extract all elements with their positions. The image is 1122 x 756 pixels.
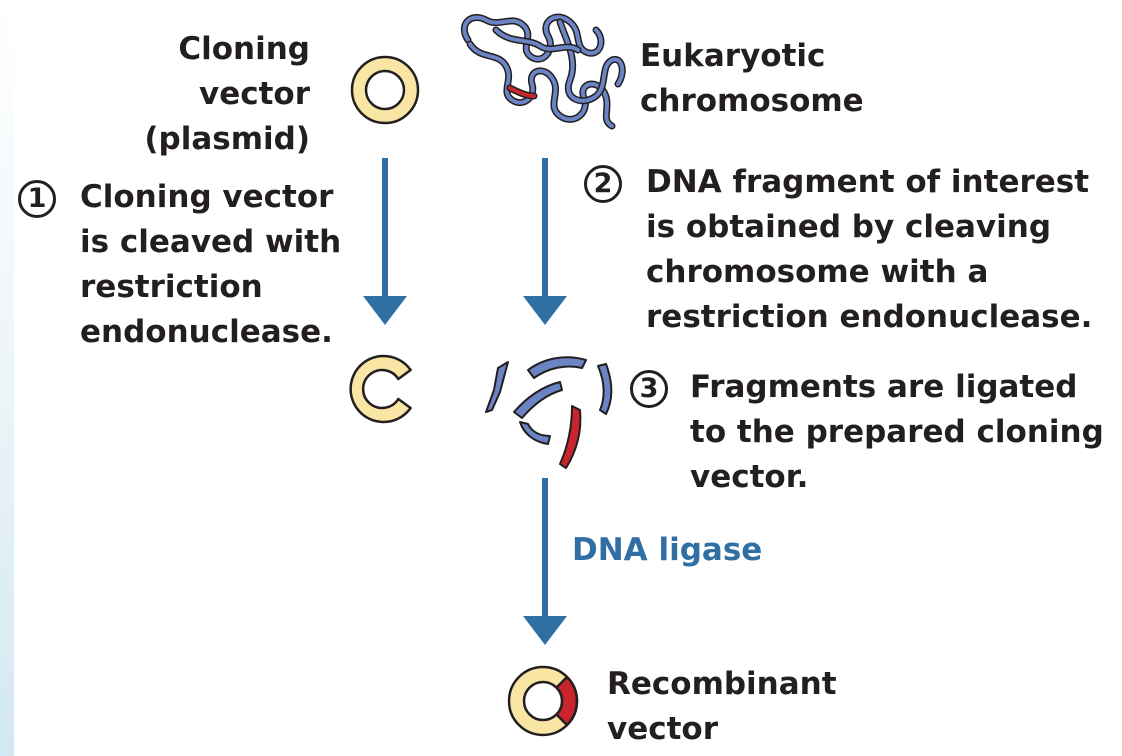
dna-ligase-label: DNA ligase: [572, 532, 763, 568]
step-2-number-badge: 2: [584, 165, 622, 203]
step-3-text-line: to the prepared cloning: [690, 414, 1104, 450]
step-1-text-line: restriction: [80, 269, 263, 305]
step-1-text-line: Cloning vector: [80, 179, 334, 215]
ligation-arrowhead: [523, 616, 567, 645]
eukaryotic-chromosome-label-line: Eukaryotic: [640, 38, 826, 74]
step-1-text-line: endonuclease.: [80, 314, 333, 350]
step-1-text: Cloning vector is cleaved with restricti…: [80, 175, 341, 355]
step-1-arrowhead: [363, 296, 407, 325]
step-2-text-line: chromosome with a: [646, 254, 989, 290]
step-2-arrowhead: [523, 296, 567, 325]
step-3-text: Fragments are ligated to the prepared cl…: [690, 365, 1104, 500]
eukaryotic-chromosome-label: Eukaryotic chromosome: [640, 34, 864, 124]
recombinant-vector-label: Recombinant vector: [607, 662, 837, 752]
step-1-number-badge: 1: [18, 180, 56, 218]
step-3-text-line: vector.: [690, 459, 809, 495]
step-3-text-line: Fragments are ligated: [690, 369, 1078, 405]
step-3-number-badge: 3: [630, 370, 668, 408]
cloning-vector-label: Cloning vector (plasmid): [140, 27, 310, 162]
cloning-vector-label-line: vector: [198, 76, 310, 112]
dna-fragments-icon: [485, 356, 613, 469]
step-2-text-line: is obtained by cleaving: [646, 209, 1052, 245]
recombinant-vector-label-line: vector: [607, 711, 719, 747]
cloning-vector-label-line: Cloning: [178, 31, 310, 67]
cloning-vector-plasmid-icon: [350, 55, 420, 125]
step-2-text-line: DNA fragment of interest: [646, 164, 1090, 200]
eukaryotic-chromosome-icon: [460, 13, 626, 130]
cleaved-plasmid-icon: [349, 354, 412, 424]
eukaryotic-chromosome-label-line: chromosome: [640, 83, 864, 119]
recombinant-vector-icon: [507, 665, 579, 737]
page-edge-tint: [0, 0, 14, 756]
step-2-text-line: restriction endonuclease.: [646, 299, 1093, 335]
step-1-text-line: is cleaved with: [80, 224, 342, 260]
step-2-text: DNA fragment of interest is obtained by …: [646, 160, 1092, 340]
cloning-vector-label-line: (plasmid): [144, 121, 310, 157]
recombinant-vector-label-line: Recombinant: [607, 666, 837, 702]
